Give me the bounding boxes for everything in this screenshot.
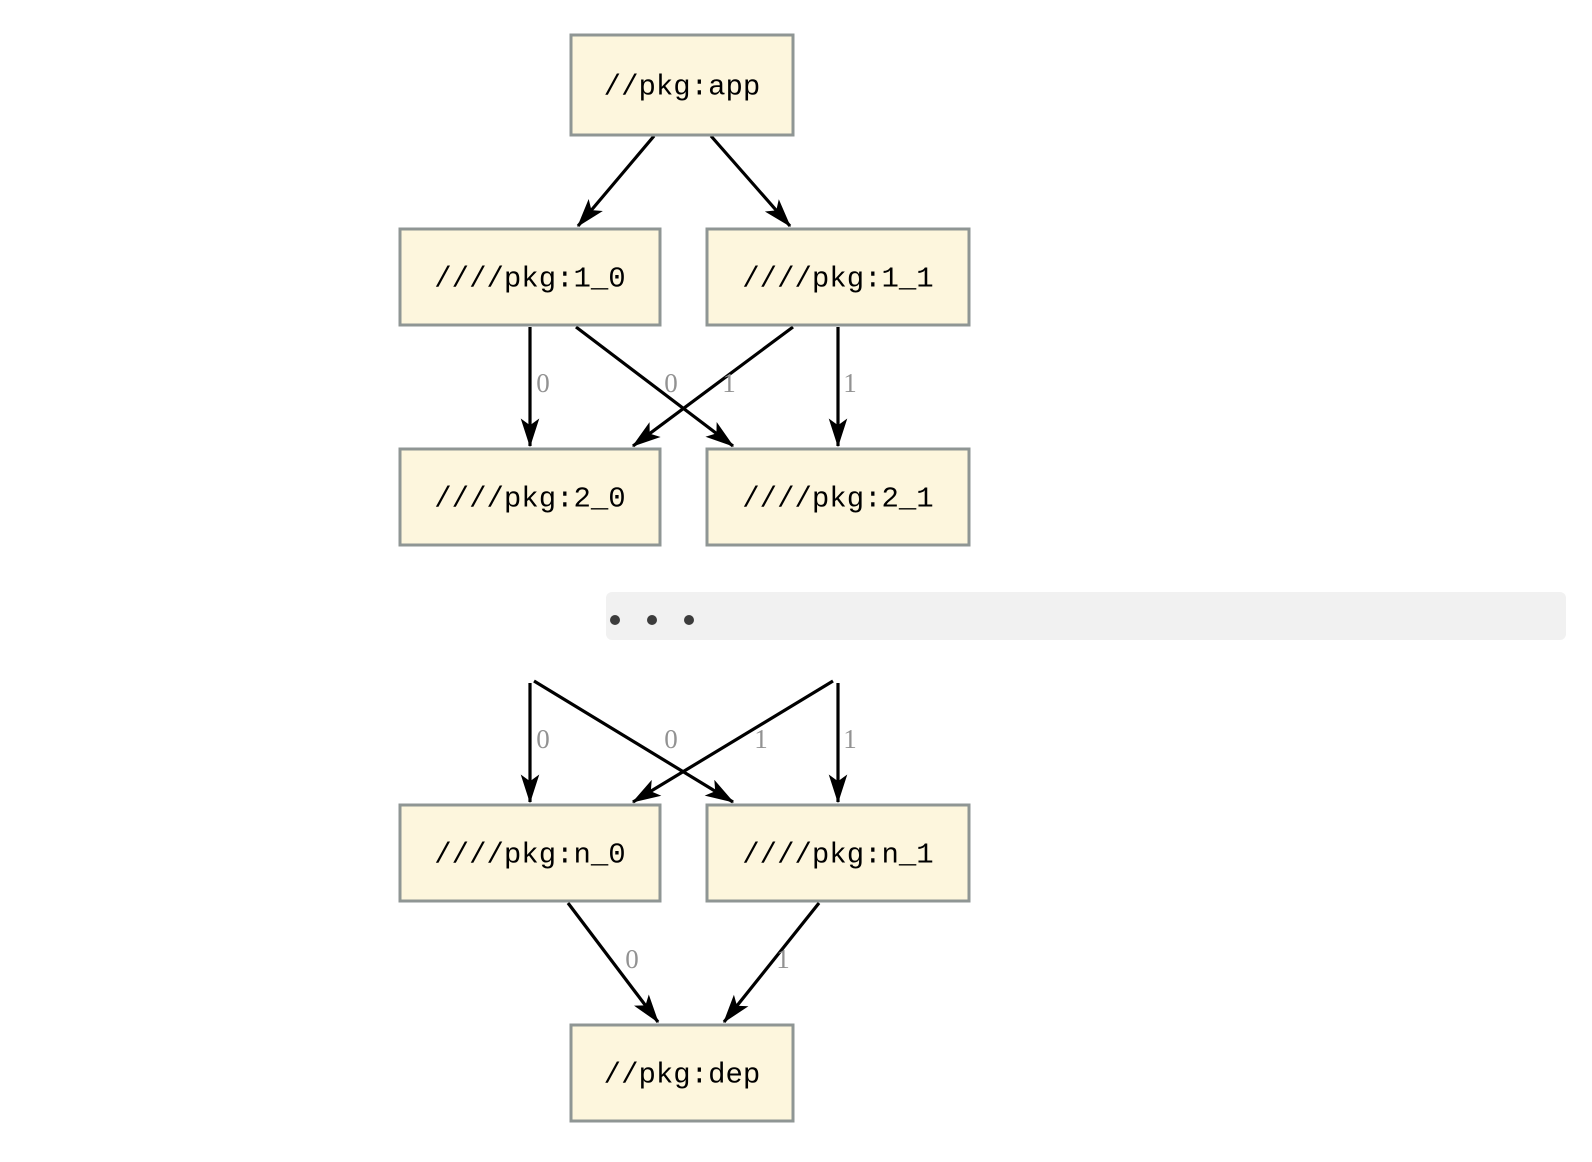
edge-n_0-to-dep: 0 bbox=[566, 902, 660, 1024]
node-pkg-n_1[interactable]: ////pkg:n_1 bbox=[705, 803, 971, 903]
edge-app-to-1_1 bbox=[709, 134, 792, 228]
edge-line bbox=[631, 679, 834, 804]
edge-line bbox=[533, 679, 735, 804]
edges-layer: 0 0 1 1 0 0 1 1 bbox=[520, 134, 857, 1024]
node-box[interactable] bbox=[569, 1023, 795, 1123]
node-box[interactable] bbox=[398, 803, 662, 903]
edge-n_1-to-dep: 1 bbox=[722, 902, 821, 1024]
edge-label: 1 bbox=[776, 944, 790, 974]
edge-label: 0 bbox=[625, 944, 639, 974]
edge-truncated-cross-to-n_0: 1 bbox=[631, 679, 834, 804]
edge-line bbox=[631, 325, 794, 448]
edge-truncated-to-n_1: 0 bbox=[533, 679, 735, 804]
ellipsis-band bbox=[606, 592, 1566, 640]
node-box[interactable] bbox=[398, 227, 662, 327]
edge-label: 0 bbox=[664, 724, 678, 754]
edge-line bbox=[566, 902, 660, 1024]
node-pkg-n_0[interactable]: ////pkg:n_0 bbox=[398, 803, 662, 903]
edge-label: 0 bbox=[536, 724, 550, 754]
node-app[interactable]: //pkg:app bbox=[569, 33, 795, 137]
edge-label: 1 bbox=[754, 724, 768, 754]
node-label: //pkg:dep bbox=[604, 1059, 761, 1092]
node-box[interactable] bbox=[705, 447, 971, 547]
node-label: ////pkg:1_0 bbox=[434, 263, 625, 296]
edge-1_1-to-2_0: 1 bbox=[631, 325, 794, 448]
edge-label: 0 bbox=[536, 368, 550, 398]
edge-label: 1 bbox=[843, 724, 857, 754]
node-label: //pkg:app bbox=[604, 71, 761, 104]
ellipsis-dot-2 bbox=[647, 615, 657, 625]
ellipsis-band-background bbox=[606, 592, 1566, 640]
edge-line bbox=[709, 134, 792, 228]
node-pkg-1_0[interactable]: ////pkg:1_0 bbox=[398, 227, 662, 327]
edge-label: 0 bbox=[664, 368, 678, 398]
node-label: ////pkg:n_1 bbox=[742, 839, 933, 872]
node-label: ////pkg:2_1 bbox=[742, 483, 933, 516]
node-box[interactable] bbox=[398, 447, 662, 547]
edge-label: 1 bbox=[722, 368, 736, 398]
nodes-layer: //pkg:app ////pkg:1_0 ////pkg:1_1 ////pk… bbox=[398, 33, 971, 1123]
node-pkg-1_1[interactable]: ////pkg:1_1 bbox=[705, 227, 971, 327]
edge-line bbox=[575, 325, 735, 448]
node-box[interactable] bbox=[569, 33, 795, 137]
edge-line bbox=[576, 134, 656, 228]
edge-truncated-to-n_0: 0 bbox=[520, 683, 550, 804]
edge-line bbox=[722, 902, 821, 1024]
node-box[interactable] bbox=[705, 803, 971, 903]
edge-1_0-to-2_1: 0 bbox=[575, 325, 735, 448]
edge-1_0-to-2_0: 0 bbox=[520, 327, 550, 448]
ellipsis-dot-1 bbox=[610, 615, 620, 625]
node-dep[interactable]: //pkg:dep bbox=[569, 1023, 795, 1123]
edge-app-to-1_0 bbox=[576, 134, 656, 228]
node-box[interactable] bbox=[705, 227, 971, 327]
node-label: ////pkg:2_0 bbox=[434, 483, 625, 516]
edge-truncated-cross-to-n_1: 1 bbox=[828, 683, 857, 804]
edge-1_1-to-2_1: 1 bbox=[828, 327, 857, 448]
edge-label: 1 bbox=[843, 368, 857, 398]
node-pkg-2_1[interactable]: ////pkg:2_1 bbox=[705, 447, 971, 547]
node-label: ////pkg:1_1 bbox=[742, 263, 933, 296]
ellipsis-dot-3 bbox=[684, 615, 694, 625]
node-label: ////pkg:n_0 bbox=[434, 839, 625, 872]
node-pkg-2_0[interactable]: ////pkg:2_0 bbox=[398, 447, 662, 547]
